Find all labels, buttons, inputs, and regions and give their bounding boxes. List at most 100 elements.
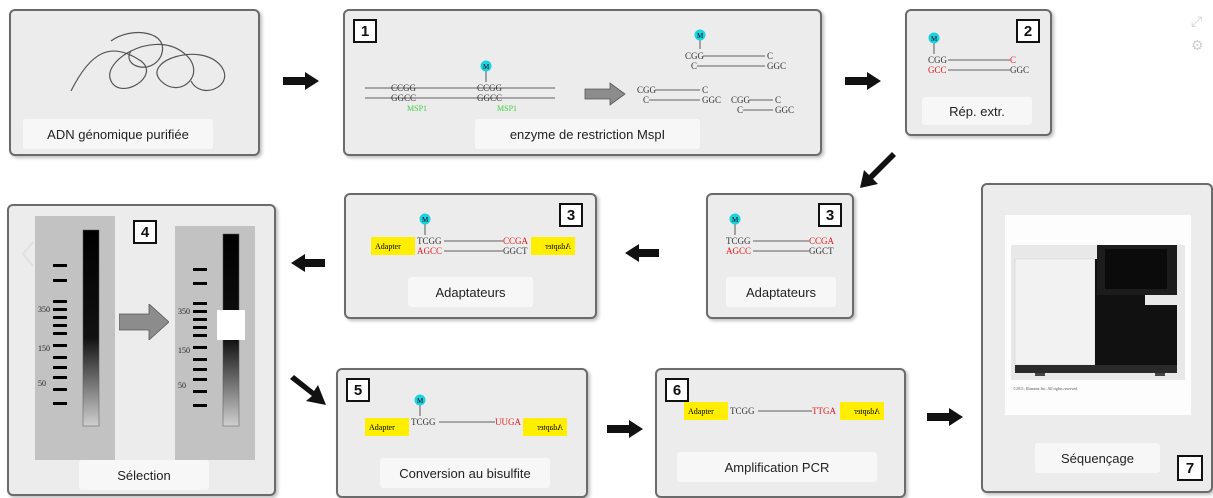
methyl-marker-icon — [480, 60, 492, 72]
seq-gcc: GCC — [928, 65, 947, 75]
ladder-label: 50 — [38, 379, 46, 388]
chevron-left-icon[interactable] — [21, 240, 35, 268]
adapter-box-left — [365, 418, 409, 436]
ladder-label: 350 — [178, 307, 190, 316]
seq-ccgg-left: CCGG — [391, 83, 417, 93]
seq-uuga: UUGA — [495, 417, 521, 427]
step-pcr: 6 Adapter TCGG TTGA Adapter Amplificatio… — [655, 368, 906, 498]
step-adapters-right: 3 M TCGG AGCC CCGA GGCT Adaptateurs — [706, 193, 854, 319]
step-number-badge: 1 — [353, 19, 377, 43]
step-caption: Rép. extr. — [922, 97, 1032, 125]
adapter-label-mirrored: Adapter — [537, 423, 563, 432]
seq-c: C — [691, 61, 697, 71]
step-sequencing: ©2011, Illumina Inc. All rights reserved… — [981, 183, 1213, 493]
step-bisulfite: 5 M Adapter TCGG UUGA Adapter Conversion… — [336, 368, 588, 498]
seq-ggc: GGC — [702, 95, 721, 105]
seq-ggcc-left: GGCC — [391, 93, 416, 103]
seq-ccg: C — [1010, 55, 1016, 65]
seq-tcgg: TCGG — [730, 406, 755, 416]
adapter-label-mirrored: Adapter — [545, 242, 571, 251]
step-caption: enzyme de restriction MspI — [475, 119, 700, 149]
seq-c: C — [737, 105, 743, 115]
methyl-label: M — [931, 35, 938, 43]
methyl-label: M — [422, 216, 429, 224]
pcr-diagram: Adapter TCGG TTGA Adapter — [684, 402, 884, 420]
enzyme-label: MSP1 — [407, 104, 427, 113]
adapter-box-right — [840, 402, 884, 420]
seq-ggcc-mid: GGCC — [477, 93, 502, 103]
seq-ggct: GGCT — [809, 246, 834, 256]
step-caption: Adaptateurs — [408, 277, 533, 307]
adapter-box-right — [523, 418, 567, 436]
seq-c: C — [643, 95, 649, 105]
ladder-label: 350 — [38, 305, 50, 314]
step-adapters-ligation: 3 M Adapter TCGG AGCC CCGA GGCT Adapter … — [344, 193, 597, 319]
step-number-badge: 3 — [559, 203, 583, 227]
seq-cgg: CGG — [928, 55, 948, 65]
excised-band — [217, 310, 245, 340]
step-caption: Adaptateurs — [726, 277, 836, 307]
step-size-selection: 4 — [7, 204, 276, 496]
step-number-badge: 3 — [818, 203, 842, 227]
adapter-box-left — [684, 402, 728, 420]
methyl-marker-icon — [419, 213, 431, 225]
a-tailing-diagram: M TCGG AGCC CCGA GGCT — [726, 213, 835, 256]
methyl-marker-icon — [414, 394, 426, 406]
methyl-marker-icon — [928, 32, 940, 44]
seq-tcgg: TCGG — [417, 236, 442, 246]
seq-c: C — [702, 85, 708, 95]
seq-tcgg: TCGG — [726, 236, 751, 246]
arrow-right-icon — [845, 72, 881, 90]
seq-cgg: CGG — [637, 85, 657, 95]
seq-cgg: CGG — [685, 51, 705, 61]
arrow-gray-icon — [584, 82, 626, 106]
step-end-repair: 2 M CGG GCC C GGC Rép. extr. — [905, 9, 1052, 136]
sequencer-photo: ©2011, Illumina Inc. All rights reserved… — [1005, 215, 1191, 415]
step-number-badge: 5 — [346, 378, 370, 402]
ladder-label: 50 — [178, 381, 186, 390]
step-genomic-dna: ADN génomique purifiée — [9, 9, 260, 156]
methyl-marker-icon — [694, 29, 706, 41]
step-caption: Conversion au bisulfite — [380, 458, 550, 488]
settings-icon[interactable]: ⚙ — [1191, 37, 1204, 53]
step-number-badge: 4 — [133, 220, 157, 244]
seq-ttga: TTGA — [812, 406, 836, 416]
seq-cgg: CGG — [731, 95, 751, 105]
adapter-ligation-diagram: M Adapter TCGG AGCC CCGA GGCT Adapter — [371, 213, 575, 256]
step-caption: Séquençage — [1035, 443, 1160, 473]
seq-ggc: GGC — [767, 61, 786, 71]
step-caption: Amplification PCR — [677, 452, 877, 482]
expand-icon[interactable]: ⤢ — [1191, 13, 1203, 29]
adapter-label: Adapter — [369, 423, 395, 432]
methyl-marker-icon — [729, 213, 741, 225]
step-number-badge: 2 — [1016, 19, 1040, 43]
enzyme-label: MSP1 — [497, 104, 517, 113]
seq-ggct: GGCT — [503, 246, 528, 256]
dna-tangle-illustration — [70, 32, 226, 92]
adapter-label-mirrored: Adapter — [854, 407, 880, 416]
step-caption: Sélection — [79, 460, 209, 490]
methyl-label: M — [732, 216, 739, 224]
arrow-right-icon — [927, 408, 963, 426]
seq-tcgg: TCGG — [411, 417, 436, 427]
methyl-label: M — [483, 63, 490, 71]
arrow-down-left-icon — [860, 152, 896, 188]
gel-before: 350 150 50 — [35, 216, 115, 460]
seq-ccga: CCGA — [503, 236, 529, 246]
seq-c: C — [775, 95, 781, 105]
seq-ccgg-mid: CCGG — [477, 83, 503, 93]
ladder-label: 150 — [38, 344, 50, 353]
adapter-label: Adapter — [688, 407, 714, 416]
arrow-left-icon — [625, 244, 659, 262]
seq-ggc: GGC — [1010, 65, 1029, 75]
seq-agcc: AGCC — [417, 246, 442, 256]
adapter-box-left — [371, 237, 415, 255]
step-number-badge: 6 — [665, 378, 689, 402]
methyl-label: M — [697, 32, 704, 40]
arrow-right-icon — [283, 72, 319, 90]
step-caption: ADN génomique purifiée — [23, 119, 213, 149]
step-number-badge: 7 — [1177, 455, 1203, 481]
sequencer-machine-icon: ©2011, Illumina Inc. All rights reserved… — [1011, 245, 1185, 392]
adapter-box-right — [531, 237, 575, 255]
mspi-diagram: CCGG GGCC MSP1 CCGG GGCC MSP1 M M CGG C … — [365, 29, 794, 115]
